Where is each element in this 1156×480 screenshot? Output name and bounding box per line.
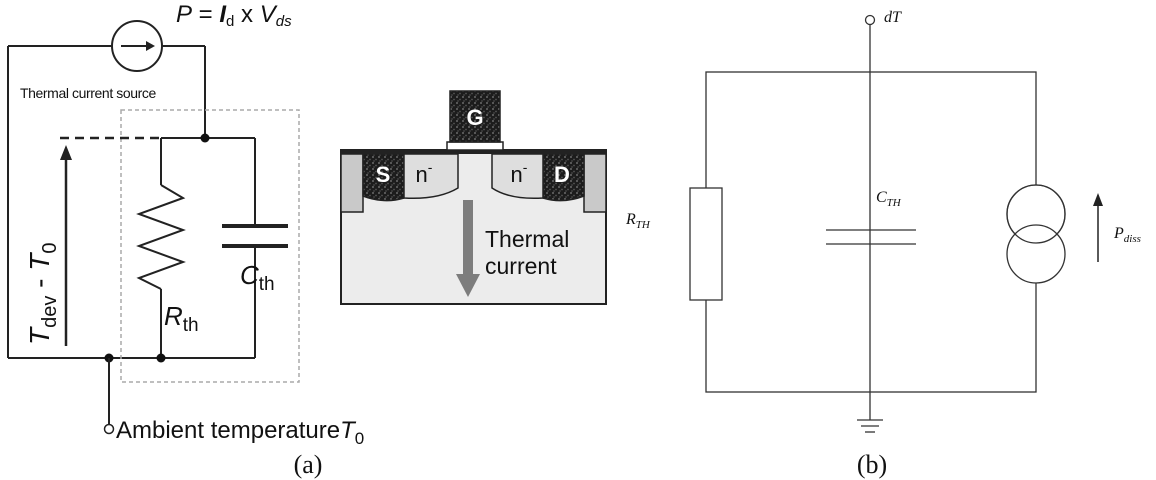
n-minus-left-label: n- (416, 159, 433, 187)
power-equation: P = Id x Vds (176, 1, 292, 30)
drain-region (542, 153, 585, 202)
thermal-current-source-label: Thermal current source (20, 85, 157, 101)
n-minus-right-region (491, 153, 544, 200)
ambient-terminal (103, 423, 115, 435)
left-isolation (340, 153, 364, 213)
device-model-box (120, 109, 300, 383)
thermal-current-label-line1: Thermal (485, 226, 569, 252)
substrate-top-edge (341, 150, 606, 154)
thermal-current-label-line2: current (485, 253, 557, 279)
n-minus-right-label: n- (511, 159, 528, 187)
gate-electrode (449, 90, 501, 143)
current-source-icon (1006, 184, 1066, 244)
pdiss-arrow-head (1093, 193, 1103, 206)
circuit-loop (705, 71, 1037, 393)
temperature-difference-label: Tdev - T0 (24, 243, 61, 345)
current-source-arrow-head (146, 41, 155, 51)
right-isolation (583, 153, 607, 213)
rth-label: RTH (625, 211, 651, 231)
drain-label: D (554, 162, 570, 187)
gate-label: G (466, 105, 483, 130)
caption-a: (a) (294, 450, 323, 479)
cth-label: CTH (876, 189, 902, 209)
gate-oxide (446, 141, 504, 151)
dt-node-label: dT (884, 9, 902, 26)
panel-b-thermal-circuit: dT RTH CTH Pdiss (625, 9, 1141, 433)
panel-a-thermal-circuit: P = Id x Vds Thermal current source Rth … (7, 1, 364, 448)
source-label: S (376, 162, 391, 187)
junction-dot (200, 133, 210, 143)
thermal-current-arrow-shaft (463, 200, 473, 276)
ambient-temperature-label: Ambient temperatureT0 (116, 417, 364, 448)
current-source-circle-bottom (1006, 224, 1066, 284)
resistor-label: Rth (164, 301, 199, 336)
pdiss-label: Pdiss (1113, 225, 1141, 245)
junction-dot (156, 353, 166, 363)
mosfet-cross-section: G S D n- n- Thermal current (340, 90, 607, 305)
resistor-icon (136, 184, 186, 290)
temperature-arrow-head (60, 145, 72, 160)
dt-node-terminal (864, 14, 876, 26)
caption-b: (b) (857, 450, 887, 479)
thermal-current-arrow-head (456, 274, 480, 297)
resistor-icon (689, 187, 723, 301)
n-minus-left-region (403, 153, 459, 200)
capacitor-label: Cth (240, 260, 275, 295)
